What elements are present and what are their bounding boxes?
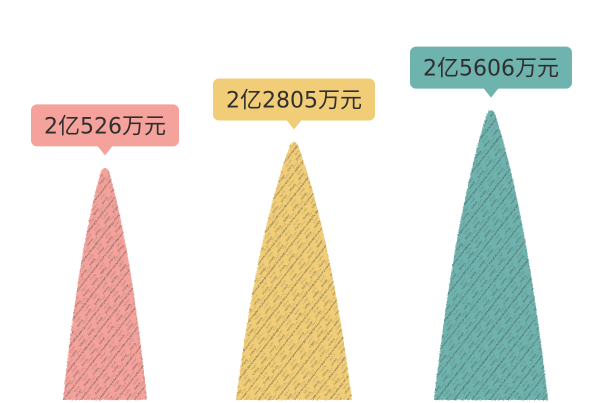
data-label: 2亿526万元 [44,114,166,139]
chart-bar [63,167,147,400]
data-label-callout: 2亿2805万元 [213,78,375,130]
cone-sketch-texture [63,167,147,400]
data-label-callout: 2亿5606万元 [410,46,572,98]
chart-bar [434,110,548,401]
chart-bar [236,141,352,401]
cone-sketch-texture [236,141,352,401]
bars-layer [63,110,548,401]
cone-sketch-texture [434,110,548,401]
data-label: 2亿5606万元 [423,57,559,82]
labels-layer: 2亿526万元 2亿2805万元 2亿5606万元 [31,46,572,156]
data-label: 2亿2805万元 [226,88,362,113]
data-label-callout: 2亿526万元 [31,104,179,156]
